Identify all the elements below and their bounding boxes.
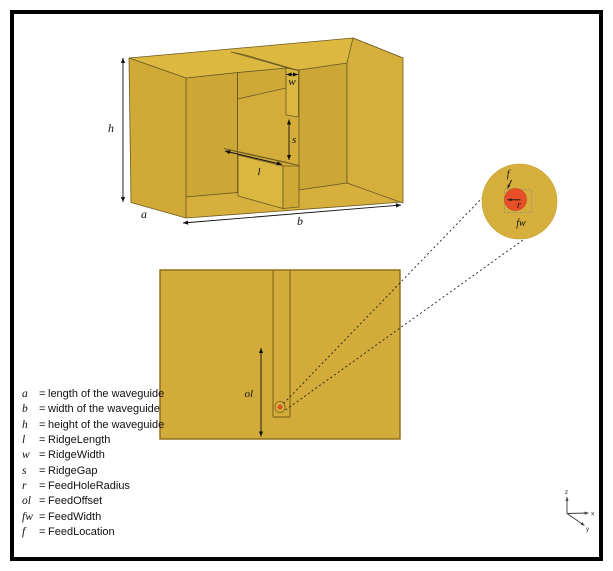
legend-equals: = <box>39 510 46 523</box>
a-label: a <box>141 207 147 221</box>
legend-label: FeedHoleRadius <box>48 480 130 493</box>
legend-symbol: l <box>22 434 26 447</box>
legend-row-ol: ol =FeedOffset <box>22 494 164 509</box>
legend-label: width of the waveguide <box>48 403 160 416</box>
legend-row-w: w =RidgeWidth <box>22 448 164 463</box>
waveguide-3d-view: h a b w s l <box>108 37 404 228</box>
legend-equals: = <box>39 418 46 431</box>
legend-equals: = <box>39 449 46 462</box>
interior-left-wall <box>185 72 238 198</box>
legend-symbol: fw <box>22 510 33 523</box>
legend-symbol: b <box>22 403 28 416</box>
legend-label: FeedOffset <box>48 495 103 508</box>
feed-detail-inset: f⃗ r fw <box>481 163 558 240</box>
legend-equals: = <box>39 388 46 400</box>
x-axis <box>566 511 589 515</box>
legend-equals: = <box>39 480 46 493</box>
legend-symbol: r <box>22 480 27 493</box>
interior-right-wall <box>298 62 348 191</box>
z-axis-label: z <box>565 489 568 496</box>
legend-row-s: s =RidgeGap <box>22 464 164 479</box>
s-label: s <box>292 134 296 146</box>
figure-border <box>10 10 603 561</box>
legend-label: RidgeWidth <box>48 449 105 462</box>
top-view-plate <box>159 269 401 440</box>
waveguide-top-view: ol <box>159 269 401 440</box>
r-label: r <box>517 200 521 211</box>
legend-symbol: a <box>22 388 28 400</box>
legend-row-l: l =RidgeLength <box>22 433 164 448</box>
legend-symbol: f⃗ <box>22 526 35 539</box>
legend-label: FeedLocation <box>48 526 115 539</box>
legend-equals: = <box>39 495 46 508</box>
ol-label: ol <box>244 388 253 400</box>
legend-symbol: w <box>22 449 30 462</box>
x-axis-label: x <box>591 511 595 518</box>
legend-symbol: h <box>22 418 28 431</box>
legend-label: FeedWidth <box>48 510 102 523</box>
zoom-connector-upper <box>283 196 484 404</box>
legend-label: length of the waveguide <box>48 388 165 400</box>
legend-symbol: ol <box>22 495 31 508</box>
legend-equals: = <box>39 403 46 416</box>
bottom-ridge-right-face <box>282 165 300 209</box>
legend-row-r: r =FeedHoleRadius <box>22 479 164 494</box>
y-axis <box>566 513 585 526</box>
legend-row-a: a =length of the waveguide <box>22 387 164 402</box>
f-label: f⃗ <box>507 169 518 180</box>
legend-row-f: f⃗ =FeedLocation <box>22 525 164 540</box>
legend-label: RidgeLength <box>48 434 111 447</box>
y-axis-label: y <box>586 526 590 533</box>
zoom-connector-lower <box>285 237 527 411</box>
b-dimension-line <box>182 203 402 225</box>
legend-row-b: b =width of the waveguide <box>22 402 164 417</box>
legend-symbol: s <box>22 464 27 477</box>
legend-row-h: h =height of the waveguide <box>22 418 164 433</box>
w-label: w <box>288 76 296 88</box>
f-arrow <box>507 179 512 189</box>
l-label: l <box>257 166 260 178</box>
fw-label: fw <box>516 218 526 229</box>
feed-point <box>277 404 283 410</box>
legend-label: height of the waveguide <box>48 418 165 431</box>
legend-equals: = <box>39 464 46 477</box>
l-dimension-line <box>224 150 283 166</box>
b-label: b <box>297 214 303 228</box>
top-ridge-front-face <box>285 67 299 118</box>
parameter-legend: a=length of the waveguide b=width of the… <box>22 387 164 540</box>
axes-triad: z x y <box>565 489 595 533</box>
legend-label: RidgeGap <box>48 464 98 477</box>
right-outer-face <box>346 37 404 204</box>
h-label: h <box>108 121 114 135</box>
legend-equals: = <box>39 526 46 539</box>
legend-equals: = <box>39 434 46 447</box>
left-outer-face <box>128 57 187 219</box>
legend-row-fw: fw =FeedWidth <box>22 510 164 525</box>
